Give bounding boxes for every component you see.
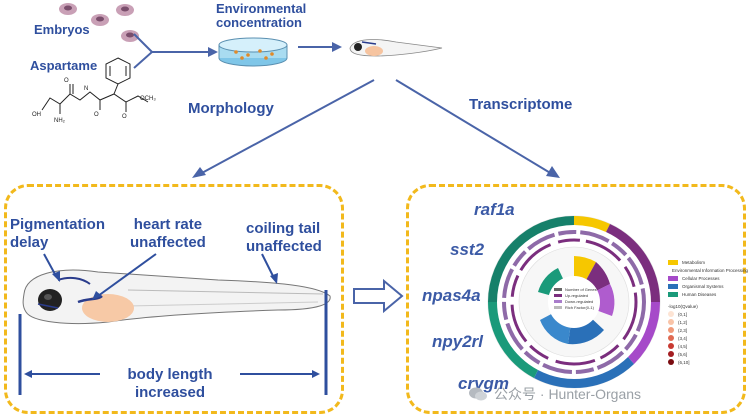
coiling-tail-label: coiling tail unaffected bbox=[246, 220, 322, 256]
pvalue-row: (5,6] bbox=[668, 350, 738, 358]
legend-text: Human Diseases bbox=[682, 291, 717, 297]
pvalue-text: (2,3] bbox=[678, 327, 688, 333]
legend-row: Metabolism bbox=[668, 258, 738, 266]
gene-npy2rl: npy2rl bbox=[432, 332, 484, 351]
swatch-icon bbox=[668, 283, 678, 289]
body-length-label: body length increased bbox=[110, 366, 230, 402]
swatch-icon bbox=[668, 291, 678, 297]
center-legend-row: Up-regulated bbox=[554, 292, 597, 298]
dot-icon bbox=[668, 359, 674, 365]
svg-text:OCH₃: OCH₃ bbox=[140, 96, 156, 102]
aspartame-structure: OH O NH₂ O N O OCH₃ bbox=[32, 57, 156, 124]
swatch-icon bbox=[554, 287, 562, 291]
aspartame-label: Aspartame bbox=[30, 58, 98, 73]
zebrafish-larva bbox=[22, 269, 331, 324]
svg-text:O: O bbox=[122, 114, 127, 120]
pvalue-title: -log10(Qvalue) bbox=[668, 303, 698, 309]
swatch-icon bbox=[668, 275, 678, 281]
pvalue-row: (4,5] bbox=[668, 342, 738, 350]
circos-center-legend: Number of Genes Up-regulated Down-regula… bbox=[554, 286, 597, 310]
dot-icon bbox=[668, 311, 674, 317]
gene-sst2: sst2 bbox=[450, 240, 485, 259]
pvalue-text: (5,6] bbox=[678, 351, 688, 357]
dot-icon bbox=[668, 327, 674, 333]
to-larva-arrow bbox=[298, 42, 342, 52]
center-legend-text: Down-regulated bbox=[565, 298, 594, 304]
center-legend-row: Down-regulated bbox=[554, 298, 597, 304]
watermark: 公众号 · Hunter-Organs bbox=[468, 384, 641, 404]
svg-text:N: N bbox=[84, 86, 88, 92]
environmental-text: Environmental bbox=[216, 1, 307, 16]
morphology-label: Morphology bbox=[188, 100, 274, 117]
heart-rate-text-1: heart rate bbox=[133, 216, 203, 233]
pvalue-row: (3,4] bbox=[668, 334, 738, 342]
pvalue-text: (4,5] bbox=[678, 343, 688, 349]
pigmentation-text-1: Pigmentation bbox=[10, 216, 106, 233]
gene-npas4a: npas4a bbox=[422, 286, 481, 305]
pvalue-row: (2,3] bbox=[668, 326, 738, 334]
center-legend-row: Rich Factor(0-1) bbox=[554, 304, 597, 310]
legend-row: Environmental Information Processing bbox=[668, 266, 748, 274]
svg-text:O: O bbox=[64, 78, 69, 84]
center-legend-text: Number of Genes bbox=[565, 286, 597, 292]
pigmentation-text-2: delay bbox=[10, 234, 49, 251]
morphology-panel bbox=[4, 184, 344, 414]
pvalue-text: (0,1] bbox=[678, 311, 688, 317]
pvalue-text: (6,10] bbox=[678, 359, 690, 365]
petri-dish bbox=[218, 37, 288, 67]
dot-icon bbox=[668, 319, 674, 325]
environmental-label: Environmental concentration bbox=[216, 2, 306, 30]
gene-raf1a: raf1a bbox=[474, 200, 515, 219]
legend-text: Cellular Processes bbox=[682, 275, 720, 281]
pvalue-text: (3,4] bbox=[678, 335, 688, 341]
heart-rate-label: heart rate unaffected bbox=[130, 216, 206, 252]
transcriptome-label: Transcriptome bbox=[469, 96, 573, 113]
dot-icon bbox=[668, 351, 674, 357]
gene-crygm: crygm bbox=[458, 374, 510, 393]
heart-rate-text-2: unaffected bbox=[130, 234, 206, 251]
embryos-label: Embryos bbox=[34, 22, 90, 37]
center-legend-row: Number of Genes bbox=[554, 286, 597, 292]
center-legend-text: Rich Factor(0-1) bbox=[565, 304, 594, 310]
hollow-arrow bbox=[353, 278, 404, 314]
branch-arrows bbox=[192, 79, 560, 178]
wechat-icon bbox=[469, 387, 487, 401]
watermark-text: 公众号 · Hunter-Organs bbox=[494, 386, 642, 402]
concentration-text: concentration bbox=[216, 15, 302, 30]
small-larva bbox=[349, 39, 443, 57]
legend-row: Human Diseases bbox=[668, 290, 738, 298]
coiling-tail-text-1: coiling tail bbox=[246, 220, 321, 237]
pvalue-row: (1,2] bbox=[668, 318, 738, 326]
swatch-icon bbox=[668, 259, 678, 265]
svg-text:NH₂: NH₂ bbox=[54, 118, 66, 124]
circos-legend: Metabolism Environmental Information Pro… bbox=[668, 258, 748, 366]
legend-text: Environmental Information Processing bbox=[672, 267, 749, 273]
swatch-icon bbox=[554, 299, 562, 303]
legend-row: Cellular Processes bbox=[668, 274, 738, 282]
legend-text: Metabolism bbox=[682, 259, 706, 265]
body-length-text-2: increased bbox=[134, 384, 206, 401]
merge-arrow bbox=[133, 33, 218, 69]
transcriptome-panel bbox=[406, 184, 746, 414]
legend-row: Organismal Systems bbox=[668, 282, 738, 290]
legend-text: Organismal Systems bbox=[682, 283, 724, 289]
dot-icon bbox=[668, 335, 674, 341]
pvalue-row: (6,10] bbox=[668, 358, 738, 366]
svg-text:O: O bbox=[94, 112, 99, 118]
coiling-tail-text-2: unaffected bbox=[246, 238, 322, 255]
embryo-dishes bbox=[59, 3, 139, 42]
circos-plot bbox=[487, 215, 661, 389]
pvalue-row: (0,1] bbox=[668, 310, 738, 318]
pigmentation-label: Pigmentation delay bbox=[10, 216, 105, 252]
swatch-icon bbox=[554, 305, 562, 309]
svg-text:OH: OH bbox=[32, 112, 41, 118]
pvalue-text: (1,2] bbox=[678, 319, 688, 325]
swatch-icon bbox=[554, 293, 562, 297]
body-length-text-1: body length bbox=[127, 366, 213, 383]
center-legend-text: Up-regulated bbox=[565, 292, 589, 298]
dot-icon bbox=[668, 343, 674, 349]
